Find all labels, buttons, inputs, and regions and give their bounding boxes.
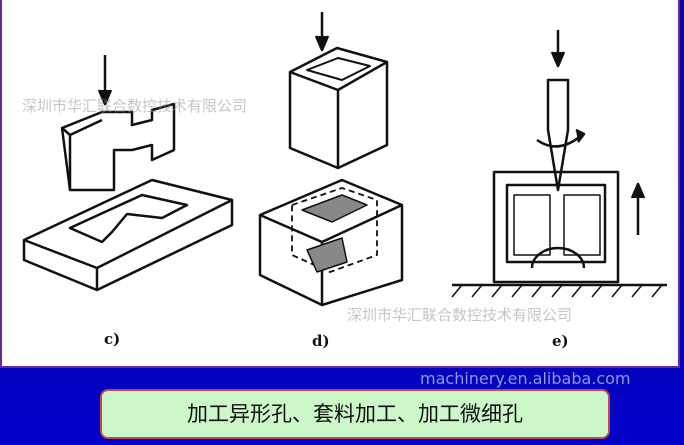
label-e: e) <box>552 332 569 350</box>
watermark-caption: machinery.en.alibaba.com <box>420 369 631 388</box>
watermark-top: 深圳市华汇联合数控技术有限公司 <box>22 97 248 115</box>
figure-c <box>22 55 234 292</box>
figure-d <box>258 12 404 307</box>
caption-box: 加工异形孔、套料加工、加工微细孔 <box>100 389 610 439</box>
label-d: d) <box>312 332 330 350</box>
figure-e <box>451 30 667 298</box>
watermark-bottom: 深圳市华汇联合数控技术有限公司 <box>347 306 573 324</box>
machining-diagram <box>22 12 667 307</box>
label-c: c) <box>104 330 121 348</box>
diagram-panel: 深圳市华汇联合数控技术有限公司 深圳市华汇联合数控技术有限公司 c) d) e) <box>0 0 680 368</box>
